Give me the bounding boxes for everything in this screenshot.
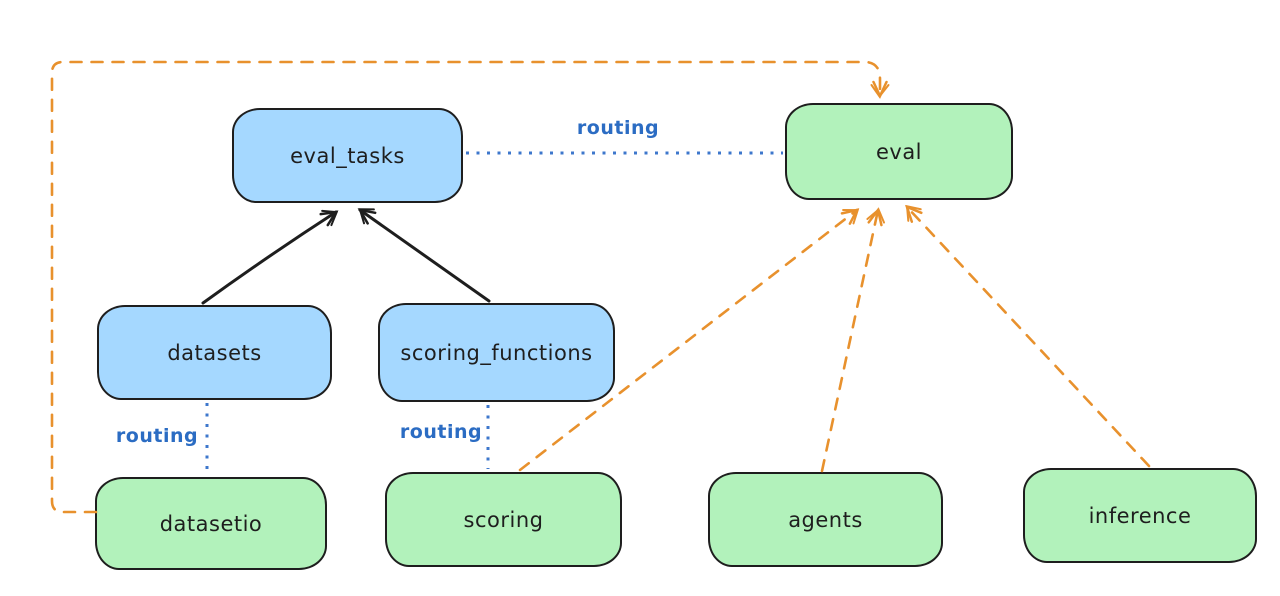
edge-label-routing-datasets-datasetio: routing — [115, 425, 199, 447]
node-eval-tasks-label: eval_tasks — [290, 143, 405, 168]
node-datasets-label: datasets — [167, 340, 262, 365]
edge-datasets-to-eval-tasks — [201, 209, 339, 305]
edge-scoring-functions-to-eval-tasks — [357, 208, 491, 303]
node-scoring-label: scoring — [463, 507, 544, 532]
node-agents-label: agents — [788, 507, 863, 532]
edge-label-routing-eval-tasks-eval: routing — [576, 117, 660, 139]
node-eval-tasks: eval_tasks — [232, 108, 463, 203]
node-scoring-functions: scoring_functions — [378, 303, 615, 402]
node-scoring: scoring — [385, 472, 622, 567]
edge-inference-to-eval — [904, 204, 1151, 468]
node-eval: eval — [785, 103, 1013, 200]
node-inference: inference — [1023, 468, 1257, 563]
node-inference-label: inference — [1088, 503, 1192, 528]
edge-agents-to-eval — [820, 207, 886, 473]
edge-label-routing-scoring-functions-scoring: routing — [399, 421, 483, 443]
node-scoring-functions-label: scoring_functions — [400, 340, 593, 365]
node-eval-label: eval — [875, 139, 923, 164]
node-datasetio: datasetio — [95, 477, 327, 570]
node-datasets: datasets — [97, 305, 332, 400]
node-agents: agents — [708, 472, 943, 567]
node-datasetio-label: datasetio — [159, 511, 263, 536]
